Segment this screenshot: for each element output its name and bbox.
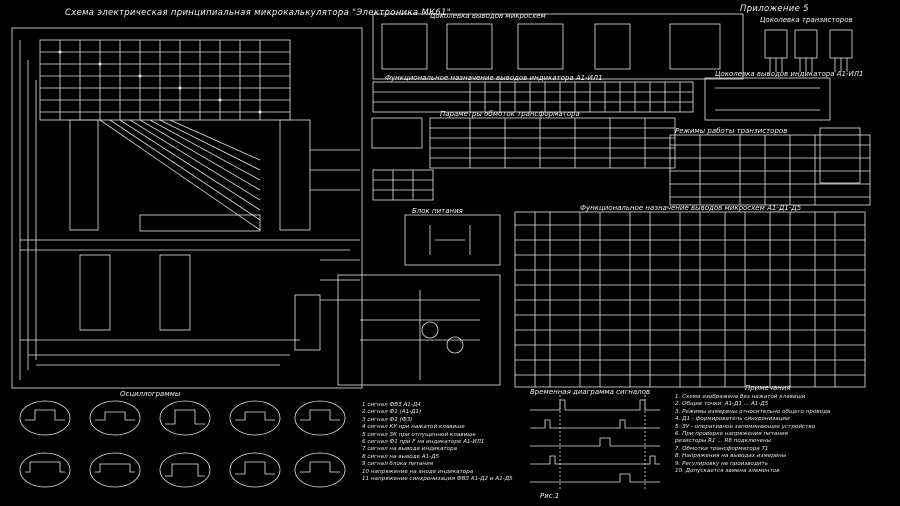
modes-table [669,134,871,206]
legend-item: 3 сигнал Ф2 (ФЗ) [362,416,413,423]
legend-item: 11 напряжение синхронизации ФВЗ А1-Д2 и … [362,476,513,483]
oscillograms [19,400,346,488]
appendix-label: Приложение 5 [740,4,809,14]
keyboard-matrix [39,39,291,121]
functional-table [514,211,866,388]
notes-list: 1. Схема изображена без нажатой клавиши … [675,394,830,475]
note-item: резисторы R1 ... R8 подключены [675,438,772,445]
chip-d1 [69,119,99,231]
pinout-panel [372,13,744,80]
note-item: 10. Допускается замена элементов [675,468,780,475]
functional-pins-heading: Функциональное назначение выводов микрос… [580,204,802,212]
indicator-pinout-heading: Функциональное назначение выводов индика… [385,74,603,82]
power-block-heading: Блок питания [412,207,463,215]
legend-item: 5 сигнал ЗК при отпущенной клавише [362,431,476,438]
transformer-table [429,117,676,169]
chip-d2 [279,119,311,231]
figure-label: Рис.1 [540,492,560,500]
chip-d6 [294,294,321,351]
signal-legend: 1 сигнал ФВЗ А1-Д4 2 сигнал Ф1 (А1-Д1) 3… [362,402,513,483]
note-item: 5. ЗУ - оперативное запоминающее устройс… [675,423,816,430]
chip-d3 [139,214,261,232]
legend-item: 6 сигнал Ф1 при F на индикаторе А1-ИЛ1 [362,439,485,446]
pinout-transistors-heading: Цоколевка транзисторов [760,16,853,24]
chip-d4 [79,254,111,331]
note-item: 1. Схема изображена без нажатой клавиши [675,394,806,400]
pinout-microcircuits-heading: Цоколевка выводов микросхем [430,12,546,20]
note-item: 8. Напряжения на выводах измерены [675,453,787,460]
indicator-drawing-heading: Цоколевка выводов индикатора А1-ИЛ1 [715,70,864,78]
diagonal-bus [99,119,261,231]
chip-d5 [159,254,191,331]
legend-item: 4 сигнал КУ при нажатой клавише [362,424,465,431]
timing-diagram [530,395,660,490]
power-block [404,214,501,266]
legend-item: 8 сигнал на выводе А1-Д5 [362,453,440,460]
note-item: 3. Режимы измерены относительно общего п… [675,408,831,415]
note-item: 6. При проверке напряжения питания [675,431,789,438]
note-item: 9. Регулировку не производить [675,460,769,467]
notes-heading: Примечания [745,384,791,392]
note-item: 2. Общие точки: А1-Д1 ... А1-Д5 [675,401,769,408]
legend-item: 1 сигнал ФВЗ А1-Д4 [362,402,421,408]
legend-item: 10 напряжение на аноде индикатора [362,468,474,475]
legend-item: 7 сигнал на выводе индикатора [362,446,458,453]
note-item: 4. Д1 - формирователь синхронизации [675,416,790,423]
indicator-table [372,81,694,113]
note-item: 7. Обмотки трансформатора Т1 [675,445,769,452]
legend-item: 9 сигнал блока питания [362,461,434,468]
indicator-drawing [704,77,831,121]
modes-heading: Режимы работы транзисторов [675,127,788,135]
power-section [337,274,501,386]
transformer-heading: Параметры обмоток трансформатора [440,110,580,118]
timing-heading: Временная диаграмма сигналов [530,388,651,396]
oscillograms-heading: Осциллограммы [120,390,181,398]
legend-item: 2 сигнал Ф1 (А1-Д1) [362,409,422,416]
page-title: Схема электрическая принципиальная микро… [65,8,451,18]
